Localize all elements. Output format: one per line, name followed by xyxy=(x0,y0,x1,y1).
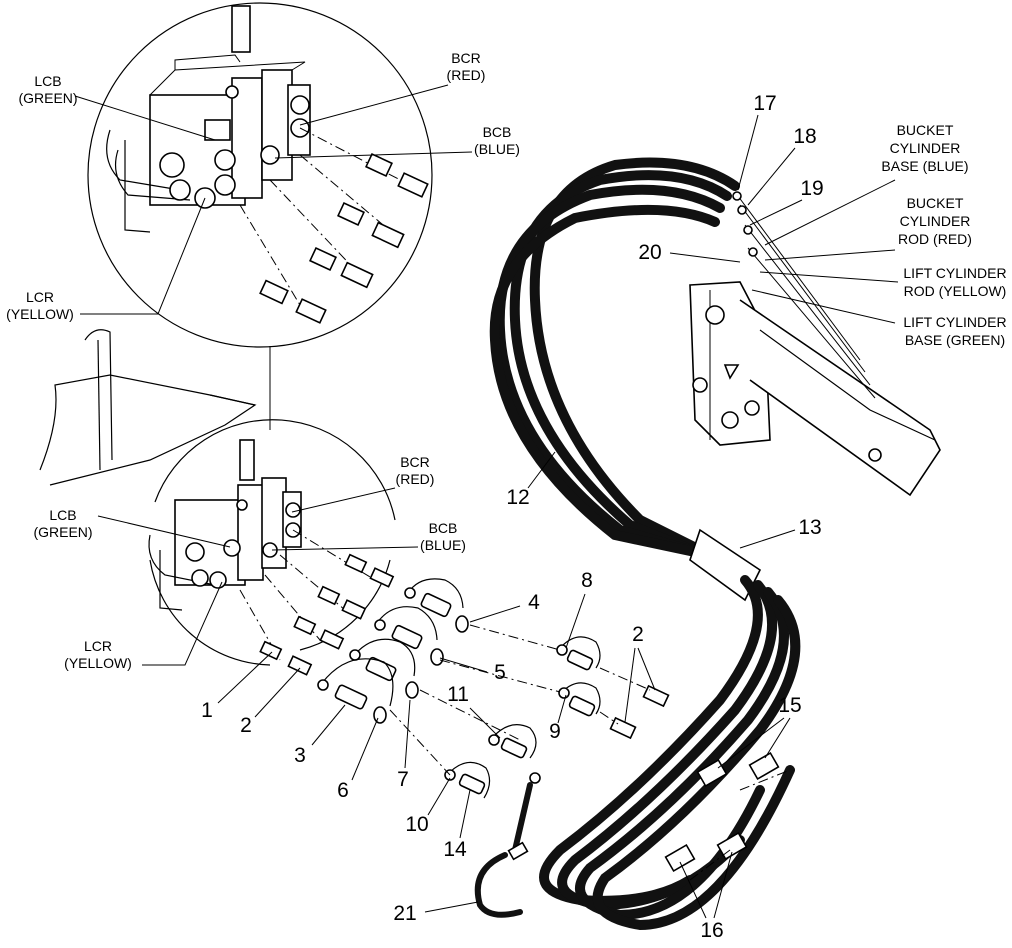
hose-bundle-lower xyxy=(539,575,801,931)
upper-lcb-label: LCB(GREEN) xyxy=(18,73,77,106)
upper-lcr-label: LCR(YELLOW) xyxy=(6,289,74,322)
part-label-20: 20 xyxy=(638,241,661,264)
part-label-6: 6 xyxy=(337,779,349,802)
lower-control-valve xyxy=(148,439,302,611)
part-number-labels: 17 18 19 20 12 13 4 8 2 5 11 9 1 2 3 6 7… xyxy=(201,92,824,942)
upper-control-valve xyxy=(106,5,311,233)
part-label-5: 5 xyxy=(494,661,506,684)
part-label-12: 12 xyxy=(506,486,529,509)
part-label-18: 18 xyxy=(793,125,816,148)
part-label-16: 16 xyxy=(700,919,723,942)
part-label-21: 21 xyxy=(393,902,416,925)
part-label-9: 9 xyxy=(549,720,561,743)
part-label-11: 11 xyxy=(447,683,469,706)
part-label-17: 17 xyxy=(753,92,776,115)
lower-fittings xyxy=(259,553,395,676)
upper-detail-view: LCB(GREEN) BCR(RED) BCB(BLUE) LCR(YELLOW… xyxy=(6,2,520,348)
elbow-fitting xyxy=(748,751,780,781)
upper-bcr-label: BCR(RED) xyxy=(447,50,486,83)
loader-arm xyxy=(689,191,941,497)
part-label-15: 15 xyxy=(778,694,801,717)
lower-bcr-label: BCR(RED) xyxy=(396,454,435,487)
part-label-7: 7 xyxy=(397,768,409,791)
part-label-2-left: 2 xyxy=(240,714,252,737)
part-label-4: 4 xyxy=(528,591,540,614)
part-label-10: 10 xyxy=(405,813,428,836)
lower-bcb-label: BCB(BLUE) xyxy=(420,520,466,553)
loader-frame-sketch xyxy=(39,329,257,486)
hose-21 xyxy=(474,772,541,918)
elbow-fitting xyxy=(664,843,696,873)
part-label-1: 1 xyxy=(201,699,213,722)
part-label-13: 13 xyxy=(798,516,821,539)
part-label-3: 3 xyxy=(294,744,306,767)
part-label-2-right: 2 xyxy=(632,623,644,646)
part-label-19: 19 xyxy=(800,177,823,200)
lower-lcr-label: LCR(YELLOW) xyxy=(64,638,132,671)
part-label-8: 8 xyxy=(581,569,593,592)
part-label-14: 14 xyxy=(443,838,467,861)
upper-detail-circle xyxy=(87,2,433,348)
lower-lcb-label: LCB(GREEN) xyxy=(33,507,92,540)
upper-fittings xyxy=(259,152,429,324)
lower-detail-arc xyxy=(154,419,396,521)
lower-detail-view: BCR(RED) BCB(BLUE) LCB(GREEN) LCR(YELLOW… xyxy=(33,419,466,676)
elbow-fitting xyxy=(716,831,748,861)
quick-couplers xyxy=(317,578,670,799)
upper-bcb-label: BCB(BLUE) xyxy=(474,124,520,157)
